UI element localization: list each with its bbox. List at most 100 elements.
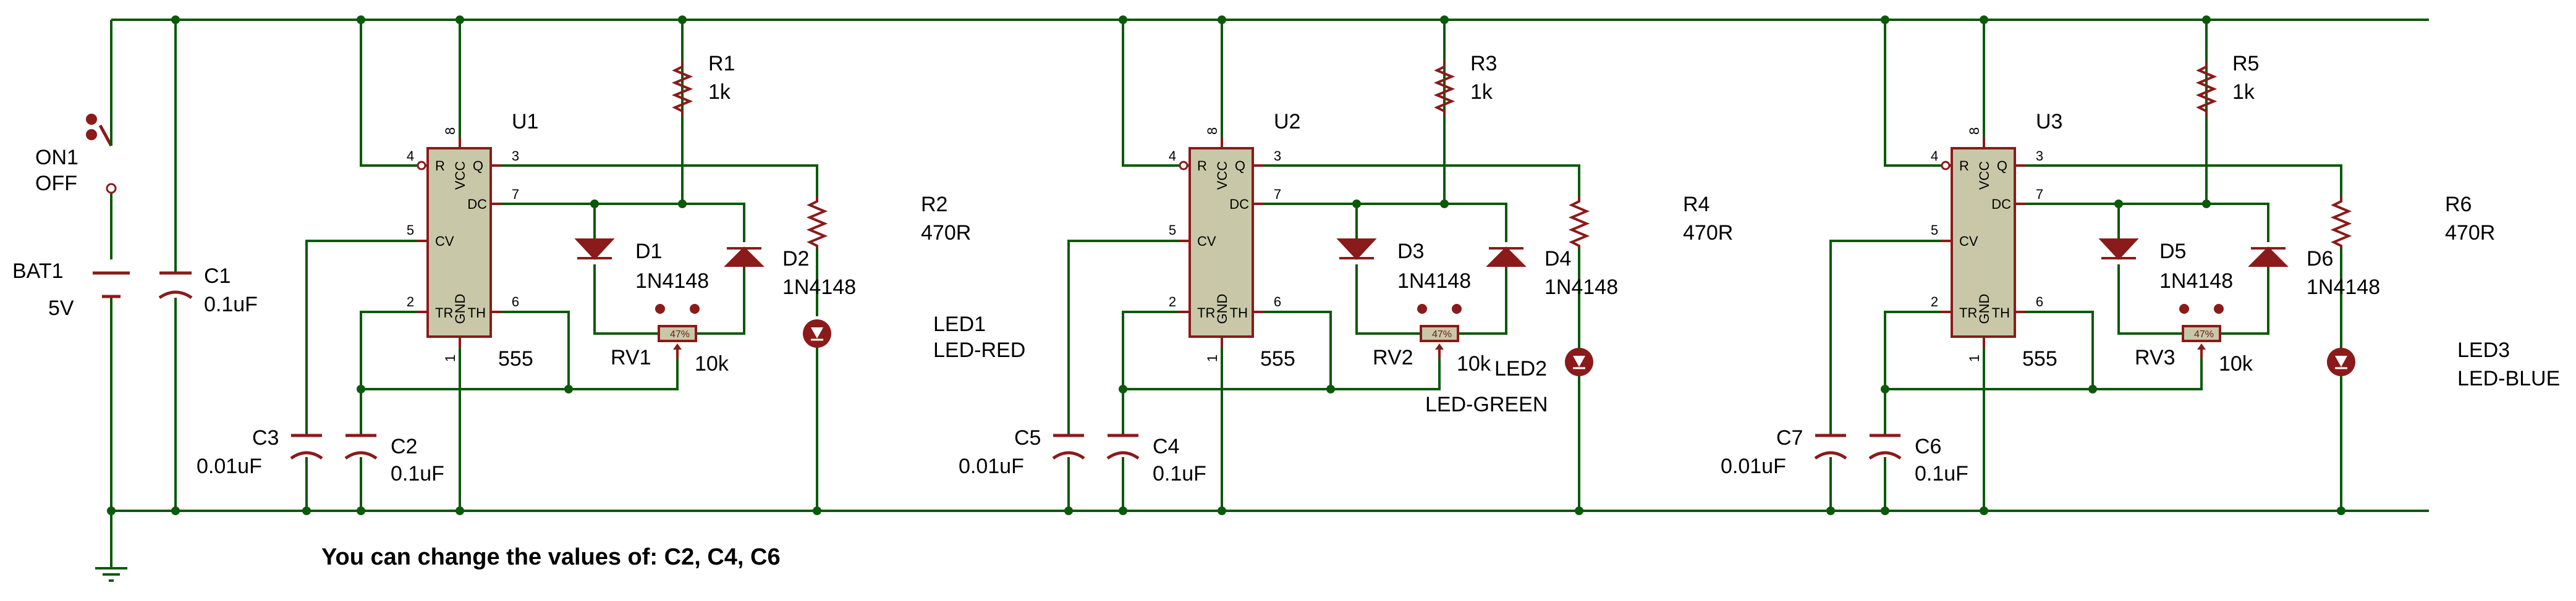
ic3-pin-vcc: VCC [1976, 161, 1992, 190]
ic1-pin-dc: DC [467, 196, 487, 212]
battery-value: 5V [48, 296, 74, 320]
r-top-name: R1 [708, 52, 735, 75]
ic1-pin-th: TH [468, 305, 486, 321]
led-value: LED-GREEN [1425, 393, 1548, 416]
c-cv-name: C3 [252, 426, 279, 450]
ic1-pin-n-gnd: 1 [443, 355, 458, 362]
d-left-name: D3 [1397, 240, 1424, 263]
d-right-name: D6 [2307, 247, 2333, 271]
ic3-pin-reset: R [1959, 158, 1969, 174]
ic-name: U1 [512, 110, 538, 133]
c-cv-value: 0.01uF [197, 455, 262, 478]
ground-symbol [95, 567, 127, 582]
pot-percent: 47% [1432, 329, 1452, 340]
d-left-value: 1N4148 [1397, 269, 1471, 293]
ic3-pin-n-cv: 5 [1931, 222, 1938, 238]
ic1-pin-n-cv: 5 [407, 222, 414, 238]
switch-state: OFF [35, 172, 77, 195]
ic2-pin-reset: R [1197, 158, 1207, 174]
r-top-value: 1k [1470, 80, 1493, 104]
capacitor-c1 [158, 271, 193, 300]
d-right-value: 1N4148 [782, 275, 856, 299]
ic-type: 555 [498, 347, 533, 371]
note-text: You can change the values of: C2, C4, C6 [321, 544, 781, 570]
pot-name: RV2 [1373, 346, 1413, 369]
ic2-pin-n-cv: 5 [1169, 222, 1176, 238]
stage-1-labels: U1 555 R1 1k D1 1N4148 D2 1N4148 RV1 10k… [197, 52, 1025, 485]
ic-type: 555 [1260, 347, 1295, 371]
d-left-value: 1N4148 [635, 269, 709, 293]
ic1-pin-n-q: 3 [512, 148, 519, 164]
c-cv-name: C5 [1014, 426, 1041, 450]
ic2-pin-n-gnd: 1 [1205, 355, 1220, 362]
d-right-value: 1N4148 [1544, 275, 1618, 299]
c-timing-name: C4 [1153, 435, 1179, 458]
ic2-pin-n-dc: 7 [1274, 187, 1281, 202]
r-top-name: R3 [1470, 52, 1497, 75]
ic-name: U3 [2036, 110, 2062, 133]
ic1-pin-q: Q [473, 158, 483, 174]
c-timing-value: 0.1uF [1153, 462, 1206, 485]
ic2-pin-th: TH [1230, 305, 1248, 321]
ic1-pin-cv: CV [435, 233, 454, 249]
ic1-pin-vcc: VCC [452, 161, 468, 190]
switch-name: ON1 [35, 146, 78, 169]
ic3-pin-n-q: 3 [2036, 148, 2043, 164]
c-cv-value: 0.01uF [959, 455, 1024, 478]
ic1-pin-n-th: 6 [512, 294, 519, 309]
d-right-name: D4 [1544, 247, 1571, 271]
c1-value: 0.1uF [204, 293, 258, 316]
ic2-pin-n-th: 6 [1274, 294, 1281, 309]
ic2-pin-n-vcc: 8 [1205, 127, 1220, 135]
ic3-pin-n-tr: 2 [1931, 294, 1938, 309]
ic1-pin-tr: TR [435, 305, 453, 321]
d-left-name: D5 [2159, 240, 2186, 263]
ic3-pin-tr: TR [1959, 305, 1977, 321]
r-led-value: 470R [921, 221, 971, 245]
battery-name: BAT1 [12, 259, 64, 283]
c-timing-value: 0.1uF [1915, 462, 1968, 485]
r-led-name: R6 [2445, 193, 2472, 216]
ic2-pin-q: Q [1235, 158, 1245, 174]
c1-name: C1 [204, 264, 231, 288]
d-left-value: 1N4148 [2159, 269, 2233, 293]
c-cv-value: 0.01uF [1721, 455, 1786, 478]
led-name: LED1 [933, 313, 986, 336]
ic1-pin-reset: R [435, 158, 445, 174]
ic3-pin-n-th: 6 [2036, 294, 2043, 309]
pot-percent: 47% [670, 329, 690, 340]
led-3-symbol [2327, 348, 2355, 376]
led-value: LED-RED [933, 338, 1025, 362]
pot-value: 10k [2219, 352, 2253, 376]
switch-on1 [86, 93, 117, 194]
ic2-pin-tr: TR [1197, 305, 1215, 321]
ic2-pin-n-q: 3 [1274, 148, 1281, 164]
led-value: LED-BLUE [2457, 367, 2560, 390]
ic3-pin-dc: DC [1991, 196, 2011, 212]
ic1-pin-n-tr: 2 [407, 294, 414, 309]
r-top-value: 1k [708, 80, 731, 104]
ic3-pin-th: TH [1992, 305, 2010, 321]
stage-2 [1053, 15, 1587, 515]
d-right-value: 1N4148 [2307, 275, 2380, 299]
led-symbols [803, 319, 2355, 376]
d-left-name: D1 [635, 240, 662, 263]
r-led-name: R4 [1683, 193, 1710, 216]
r-led-value: 470R [1683, 221, 1733, 245]
r-led-value: 470R [2445, 221, 2495, 245]
pot-percent: 47% [2194, 329, 2214, 340]
stage-3 [1815, 15, 2349, 515]
c-cv-name: C7 [1776, 426, 1803, 450]
power-rails [110, 19, 2429, 568]
ic3-pin-n-reset: 4 [1931, 148, 1938, 164]
ic2-pin-n-reset: 4 [1169, 148, 1176, 164]
ic3-pin-n-dc: 7 [2036, 187, 2043, 202]
led-name: LED3 [2457, 338, 2510, 362]
ic2-pin-cv: CV [1197, 233, 1216, 249]
c-timing-name: C2 [391, 435, 417, 458]
r-top-value: 1k [2232, 80, 2255, 104]
d-right-name: D2 [782, 247, 809, 271]
ic1-pin-n-vcc: 8 [443, 127, 458, 135]
